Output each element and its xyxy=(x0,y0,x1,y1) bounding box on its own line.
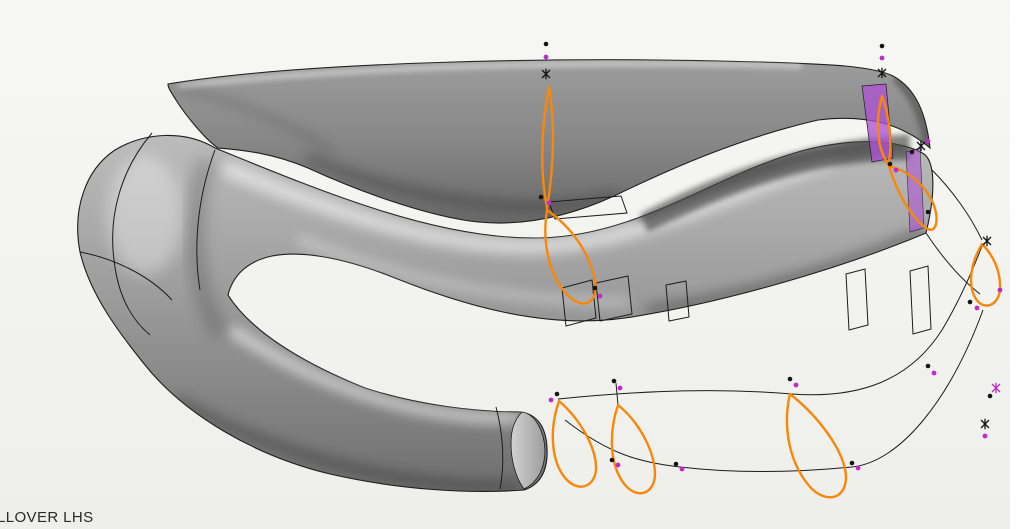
model-top-panel[interactable] xyxy=(167,59,931,224)
control-point-black[interactable] xyxy=(987,393,993,399)
panel-undercut-shadow xyxy=(640,134,910,232)
section-frame[interactable] xyxy=(845,268,869,331)
control-point-magenta[interactable] xyxy=(679,466,685,472)
construction-wire[interactable] xyxy=(925,232,981,295)
control-point-black[interactable] xyxy=(787,376,793,382)
section-frame[interactable] xyxy=(665,280,690,322)
control-point-black[interactable] xyxy=(609,457,615,463)
orange-spline-loop[interactable] xyxy=(551,399,598,488)
control-point-magenta[interactable] xyxy=(793,382,799,388)
control-point-magenta[interactable] xyxy=(931,370,937,376)
control-point-magenta[interactable] xyxy=(925,138,931,144)
orange-spline-loop[interactable] xyxy=(887,164,938,231)
construction-wire[interactable] xyxy=(615,382,619,406)
surface-highlight xyxy=(177,61,803,89)
model-annotation-label: LLOVER LHS xyxy=(0,509,94,526)
control-star-icon[interactable] xyxy=(980,418,990,430)
control-point-magenta[interactable] xyxy=(982,433,988,439)
control-point-magenta[interactable] xyxy=(893,167,899,173)
surface-crease-line[interactable] xyxy=(112,132,153,336)
control-star-icon[interactable] xyxy=(916,140,926,152)
orange-spline-loop[interactable] xyxy=(969,242,1002,307)
model-geometry[interactable] xyxy=(77,59,934,492)
control-point-magenta[interactable] xyxy=(546,200,552,206)
control-point-black[interactable] xyxy=(849,460,855,466)
surface-shadow xyxy=(175,397,521,492)
section-frame[interactable] xyxy=(595,275,633,322)
control-point-black[interactable] xyxy=(887,161,893,167)
control-star-icon[interactable] xyxy=(982,235,992,247)
control-star-icon[interactable] xyxy=(991,382,1001,394)
surface-highlight xyxy=(295,235,630,307)
window-right-gutter xyxy=(1010,0,1032,529)
arm-end-edge[interactable] xyxy=(495,406,504,490)
section-frame[interactable] xyxy=(909,265,932,335)
surface-highlight xyxy=(107,155,183,275)
orange-spline-loop[interactable] xyxy=(544,208,597,305)
surface-shadow xyxy=(645,227,927,315)
control-point-black[interactable] xyxy=(909,149,915,155)
surface-highlight xyxy=(222,152,838,255)
surface-crease-line[interactable] xyxy=(196,149,216,291)
control-point-black[interactable] xyxy=(554,391,560,397)
surface-shadow xyxy=(172,85,333,153)
control-point-magenta[interactable] xyxy=(615,462,621,468)
section-frame[interactable] xyxy=(561,279,597,327)
surface-highlight xyxy=(229,326,521,424)
control-point-magenta[interactable] xyxy=(597,293,603,299)
surface-shadow xyxy=(305,155,620,212)
orange-spline-loop[interactable] xyxy=(610,403,657,495)
control-point-black[interactable] xyxy=(925,209,931,215)
control-point-magenta[interactable] xyxy=(543,54,549,60)
control-point-magenta[interactable] xyxy=(855,465,861,471)
control-point-black[interactable] xyxy=(611,378,617,384)
construction-wire[interactable] xyxy=(931,169,983,241)
control-markers[interactable] xyxy=(538,41,1003,472)
control-point-black[interactable] xyxy=(967,299,973,305)
orange-spline[interactable] xyxy=(541,85,555,210)
control-point-black[interactable] xyxy=(879,43,885,49)
control-point-black[interactable] xyxy=(543,41,549,47)
control-point-black[interactable] xyxy=(925,363,931,369)
control-point-magenta[interactable] xyxy=(548,397,554,403)
arm-end-cap[interactable] xyxy=(510,411,546,490)
orange-splines[interactable] xyxy=(541,85,1002,499)
surface-crease-line[interactable] xyxy=(79,251,173,301)
control-point-magenta[interactable] xyxy=(974,305,980,311)
control-point-black[interactable] xyxy=(592,285,598,291)
control-point-black[interactable] xyxy=(538,194,544,200)
orange-spline-loop[interactable] xyxy=(785,392,848,499)
construction-wire[interactable] xyxy=(557,245,983,400)
control-point-magenta[interactable] xyxy=(997,287,1003,293)
control-point-magenta[interactable] xyxy=(879,55,885,61)
control-point-black[interactable] xyxy=(673,461,679,467)
construction-wire[interactable] xyxy=(564,309,984,473)
control-point-magenta[interactable] xyxy=(617,385,623,391)
